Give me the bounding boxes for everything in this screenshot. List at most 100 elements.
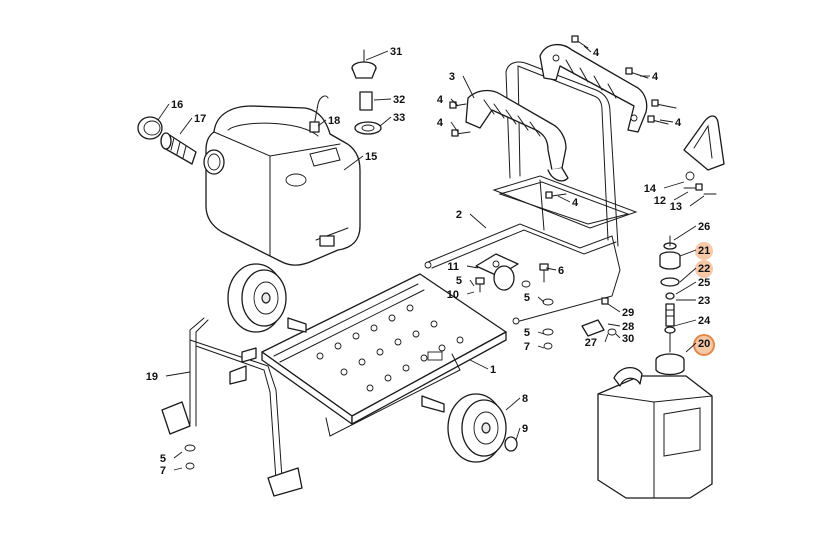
strainer-part: [160, 132, 197, 165]
leader-line-26: [673, 225, 697, 241]
callout-4: 4: [593, 47, 600, 59]
highlight-22: [695, 260, 713, 278]
leader-line-16: [157, 103, 170, 121]
stand-part: [161, 317, 303, 497]
leader-line-29: [607, 303, 621, 313]
leader-line-20: [685, 342, 697, 353]
callout-30: 30: [622, 333, 634, 345]
highlight-layer: [693, 242, 715, 356]
callout-21: 21: [698, 245, 710, 257]
leader-line-3: [462, 75, 475, 99]
bracket-part: [683, 115, 725, 181]
leader-line-5: [537, 296, 545, 303]
callout-25: 25: [698, 277, 710, 289]
leader-line-4: [450, 98, 459, 107]
filler-cap-part: [137, 116, 163, 140]
leader-line-27: [604, 333, 609, 343]
callout-22: 22: [698, 263, 710, 275]
leader-line-4: [659, 119, 674, 123]
leader-line-5: [173, 451, 183, 459]
leader-line-19: [165, 371, 191, 377]
leader-line-24: [673, 319, 697, 327]
callout-5: 5: [456, 275, 462, 287]
callout-7: 7: [524, 341, 530, 353]
callout-17: 17: [194, 113, 206, 125]
leader-line-21: [679, 249, 697, 257]
side-panel-part: [539, 44, 648, 133]
callout-4: 4: [437, 117, 444, 129]
callout-3: 3: [449, 71, 455, 83]
base-plate-part: [261, 273, 507, 437]
leader-line-1: [469, 359, 489, 370]
fitting-stack-part: [659, 235, 681, 353]
leader-line-25: [675, 281, 697, 295]
callout-10: 10: [447, 289, 459, 301]
callout-5: 5: [160, 453, 166, 465]
leader-line-5: [469, 279, 475, 287]
callout-14: 14: [644, 183, 657, 195]
leader-line-33: [379, 116, 392, 127]
callout-32: 32: [393, 94, 405, 106]
leader-line-2: [469, 213, 487, 229]
handle-part: [465, 89, 569, 182]
leader-line-7: [537, 345, 545, 349]
callout-15: 15: [365, 151, 377, 163]
leader-line-32: [373, 98, 392, 101]
callout-7: 7: [160, 465, 166, 477]
leader-line-17: [179, 117, 193, 135]
callout-5: 5: [524, 327, 530, 339]
callout-1: 1: [490, 364, 496, 376]
leader-line-6: [545, 267, 557, 271]
leader-line-12: [673, 191, 689, 201]
callout-4: 4: [675, 117, 682, 129]
cap-assembly-part: [351, 49, 382, 135]
callout-24: 24: [698, 315, 711, 327]
callout-11: 11: [447, 261, 459, 273]
wheel-right-part: [421, 393, 507, 463]
leader-line-28: [607, 323, 621, 327]
leader-line-13: [689, 195, 705, 207]
callout-27: 27: [585, 337, 597, 349]
canister-part: [597, 353, 713, 499]
leader-line-9: [515, 427, 521, 441]
callout-9: 9: [522, 423, 528, 435]
leader-line-8: [505, 397, 521, 411]
leader-line-22: [679, 267, 697, 283]
callout-12: 12: [654, 195, 666, 207]
callout-18: 18: [328, 115, 340, 127]
callout-16: 16: [171, 99, 183, 111]
callout-31: 31: [390, 46, 402, 58]
leader-line-7: [173, 467, 183, 471]
leader-line-4: [583, 45, 592, 53]
tank-part: [205, 105, 361, 266]
mount-part: [475, 253, 519, 291]
leader-line-4: [450, 121, 459, 133]
tank-neck-part: [203, 149, 225, 175]
leader-line-14: [663, 181, 685, 189]
leader-line-15: [343, 155, 364, 171]
callout-4: 4: [572, 197, 579, 209]
leader-line-31: [365, 50, 389, 61]
callout-13: 13: [670, 201, 682, 213]
callout-2: 2: [456, 209, 462, 221]
leader-line-4: [557, 195, 571, 203]
callout-5: 5: [524, 292, 530, 304]
callout-29: 29: [622, 307, 634, 319]
callout-4: 4: [437, 94, 444, 106]
highlight-21: [695, 242, 713, 260]
leader-line-30: [615, 333, 621, 339]
leader-line-10: [466, 291, 475, 295]
callout-33: 33: [393, 112, 405, 124]
callout-26: 26: [698, 221, 710, 233]
hub-cap-part: [504, 436, 518, 452]
frame-part: [424, 61, 638, 325]
callout-19: 19: [146, 371, 158, 383]
callout-8: 8: [522, 393, 528, 405]
wheel-left-part: [227, 263, 307, 333]
screws-and-washers-part: [184, 35, 717, 470]
callout-28: 28: [622, 321, 634, 333]
hose-part: [309, 95, 329, 133]
callout-20: 20: [698, 338, 710, 350]
